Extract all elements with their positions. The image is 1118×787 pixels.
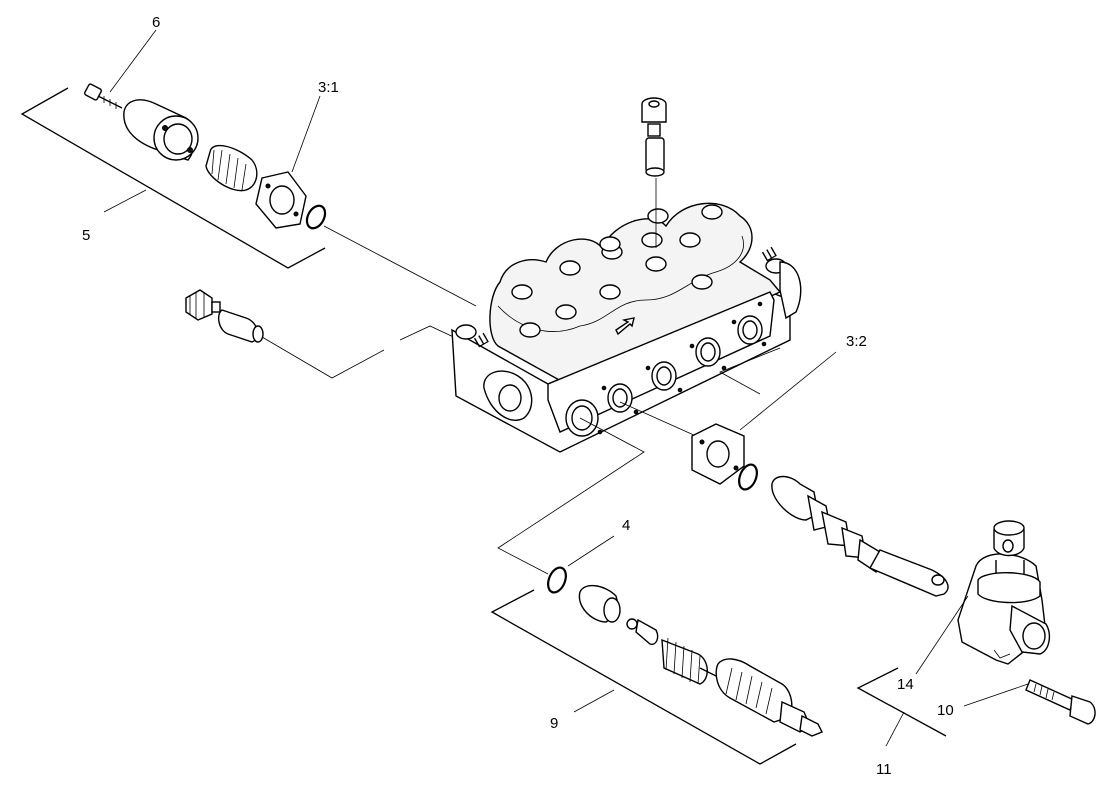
part-6-screw [84, 83, 123, 109]
part-o-ring-spool [738, 463, 758, 491]
part-10-bolt [1025, 679, 1096, 725]
part-14-lever-housing [957, 520, 1051, 665]
part-spring [205, 144, 258, 192]
part-spool [771, 475, 949, 597]
leader-line-check-valve-b [399, 325, 461, 341]
part-valve-seat [578, 585, 621, 623]
leader-10 [963, 683, 1029, 707]
leader-3-1 [291, 95, 321, 173]
leader-6 [109, 29, 157, 93]
leader-line-spool [719, 347, 781, 395]
group-11-bracket [856, 667, 947, 737]
part-relief-cartridge [715, 658, 823, 737]
leader-line-group-9 [497, 417, 645, 575]
callout-11: 11 [876, 761, 892, 778]
leader-5 [103, 189, 147, 213]
part-o-ring-upper [305, 204, 327, 230]
part-relief-spring [661, 637, 717, 685]
leader-4 [567, 535, 615, 567]
main-valve-body: Ш Ш [451, 202, 802, 453]
callout-4: 4 [622, 517, 630, 534]
leader-3-2 [739, 351, 837, 431]
part-o-ring-lower [547, 566, 567, 594]
group-5-bracket [20, 87, 326, 269]
leader-14 [915, 595, 969, 675]
leader-11 [885, 711, 905, 747]
callout-6: 6 [152, 14, 160, 31]
part-check-valve-left [185, 289, 264, 343]
callout-9: 9 [550, 715, 558, 732]
group-9-bracket [490, 589, 797, 765]
part-3-1-flange-gasket [255, 171, 307, 229]
callout-3-1: 3:1 [318, 79, 339, 96]
leader-line-group-5 [323, 225, 477, 307]
part-top-plug [641, 97, 667, 177]
callout-14: 14 [897, 676, 914, 693]
leader-9 [573, 689, 615, 713]
part-poppet [626, 618, 659, 645]
part-3-2-flange-gasket [691, 423, 745, 485]
callout-3-2: 3:2 [846, 333, 867, 350]
callout-5: 5 [82, 227, 90, 244]
leader-line-gasket-3-2 [619, 401, 697, 437]
callout-10: 10 [937, 702, 954, 719]
part-5-cap-housing [123, 99, 199, 161]
leader-line-check-valve [261, 336, 385, 379]
